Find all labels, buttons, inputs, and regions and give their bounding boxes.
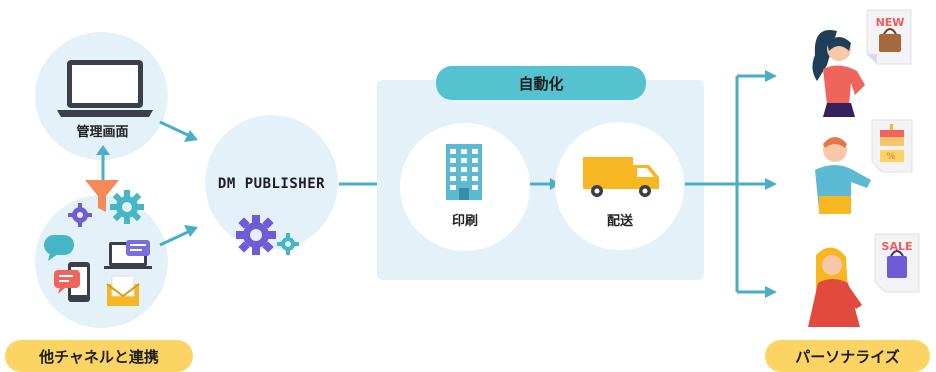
management-label: 管理画面 <box>76 125 129 140</box>
woman-icon <box>812 30 865 117</box>
dm-publisher-label: DM PUBLISHER <box>217 176 326 192</box>
printing-label: 印刷 <box>451 214 478 229</box>
arrow-icon <box>159 225 198 247</box>
truck-icon <box>583 157 659 197</box>
chat-red-icon <box>54 270 80 294</box>
delivery-label: 配送 <box>606 214 633 229</box>
chat-icon <box>44 235 74 261</box>
automation-pill: 自動化 <box>436 66 646 100</box>
dm-publisher-circle <box>205 115 338 250</box>
building-icon <box>446 144 482 200</box>
branch-arrows <box>685 70 777 298</box>
mail-icon <box>106 275 140 306</box>
gear-icon <box>236 215 276 255</box>
laptop-icon <box>57 60 153 117</box>
other-channels-pill: 他チャネルと連携 <box>5 340 193 372</box>
personalize-pill: パーソナライズ <box>765 340 930 372</box>
laptop-small-icon <box>104 240 152 269</box>
percent-tag-text: % <box>886 152 896 162</box>
arrow-up-icon <box>96 145 110 185</box>
new-tag-card <box>866 9 912 65</box>
cake-tag-card <box>871 119 913 173</box>
arrow-icon <box>159 120 198 142</box>
new-tag-text: NEW <box>875 16 905 29</box>
gear-icon <box>110 190 144 224</box>
man-icon <box>815 137 871 214</box>
gear-small-icon <box>68 203 92 227</box>
woman-icon <box>808 247 862 327</box>
funnel-icon <box>85 180 119 212</box>
sale-tag-text: SALE <box>881 240 913 253</box>
sale-tag-card <box>874 233 920 293</box>
gear-small-icon <box>277 233 299 255</box>
